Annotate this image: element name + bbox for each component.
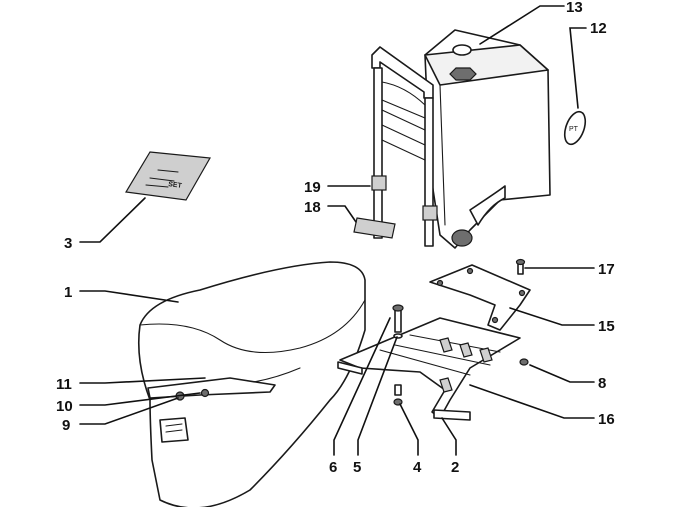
- leader-12: [569, 27, 587, 109]
- part-17-screw: [515, 258, 526, 275]
- callout-17: 17: [598, 261, 615, 278]
- part-15-plate: [429, 264, 531, 331]
- callout-6: 6: [329, 459, 337, 476]
- callout-4: 4: [413, 459, 422, 476]
- leader-16: [469, 384, 595, 419]
- callout-11: 11: [56, 376, 72, 393]
- leader-13: [479, 5, 565, 45]
- part-13-cap: [449, 44, 477, 81]
- leader-lines: [79, 5, 595, 456]
- leader-4: [399, 403, 419, 456]
- oval-label-text: PT: [569, 126, 579, 133]
- callout-15: 15: [598, 318, 615, 335]
- callout-18: 18: [304, 199, 321, 216]
- part-8-nut: [519, 358, 529, 366]
- callout-5: 5: [353, 459, 361, 476]
- leader-11: [79, 377, 206, 384]
- callout-3: 3: [64, 235, 72, 252]
- leader-3: [79, 197, 146, 243]
- callout-labels: 13 12 19 18 3 1 17 15 8 16 11 10 9 6 5 4…: [56, 0, 615, 476]
- leader-6: [333, 317, 391, 456]
- part-5-bolt: [392, 304, 404, 333]
- leader-2: [441, 417, 457, 456]
- part-4-nut: [393, 384, 403, 406]
- top-case-assembly: [371, 29, 551, 249]
- leader-10: [79, 392, 201, 406]
- leader-18: [327, 205, 357, 223]
- part-3-manual-card: SET: [125, 151, 211, 201]
- part-6-washer: [393, 333, 403, 339]
- manual-card-text: SET: [168, 181, 183, 190]
- callout-12: 12: [590, 20, 607, 37]
- callout-16: 16: [598, 411, 615, 428]
- part-1-seat: [137, 261, 366, 507]
- part-19-trolley-frame: [371, 46, 438, 247]
- callout-19: 19: [304, 179, 321, 196]
- leader-9: [79, 397, 179, 425]
- part-18-sticker: [353, 217, 396, 239]
- leader-15: [509, 307, 595, 326]
- callout-13: 13: [566, 0, 583, 16]
- part-16-rack: [337, 317, 521, 421]
- leader-5: [357, 336, 398, 456]
- callout-10: 10: [56, 398, 73, 415]
- leader-8: [529, 364, 595, 383]
- part-12-oval-label: PT: [563, 110, 587, 146]
- callout-8: 8: [598, 375, 606, 392]
- callout-2: 2: [451, 459, 459, 476]
- leader-1: [79, 290, 179, 303]
- callout-9: 9: [62, 417, 70, 434]
- callout-1: 1: [64, 284, 72, 301]
